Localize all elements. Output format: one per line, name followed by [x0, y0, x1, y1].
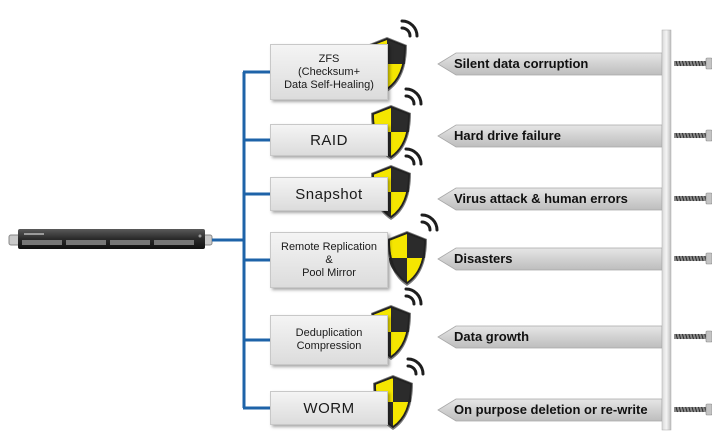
signal-waves-icon [404, 147, 423, 166]
feature-box-raid: RAID [270, 124, 388, 156]
signal-waves-icon [400, 19, 419, 38]
feature-box-zfs: ZFS (Checksum+ Data Self-Healing) [270, 44, 388, 100]
feature-box-dedup: Deduplication Compression [270, 315, 388, 365]
screw-bolt-icon [674, 192, 712, 205]
feature-box-snapshot: Snapshot [270, 177, 388, 211]
signal-waves-icon [406, 357, 425, 376]
threat-label-virus: Virus attack & human errors [454, 191, 628, 206]
shield-icon [386, 230, 428, 287]
protection-wall [661, 29, 672, 431]
bolts [674, 57, 712, 416]
screw-bolt-icon [674, 330, 712, 343]
threat-label-deletion: On purpose deletion or re-write [454, 402, 648, 417]
feature-box-worm: WORM [270, 391, 388, 425]
feature-box-replication: Remote Replication & Pool Mirror [270, 232, 388, 288]
threat-label-corruption: Silent data corruption [454, 56, 589, 71]
screw-bolt-icon [674, 252, 712, 265]
threat-label-disasters: Disasters [454, 251, 513, 266]
screw-bolt-icon [674, 129, 712, 142]
signal-waves-icon [404, 287, 423, 306]
threat-arrows [437, 52, 663, 422]
screw-bolt-icon [674, 403, 712, 416]
signal-waves-icon [420, 213, 439, 232]
nas-server-icon [8, 229, 213, 249]
connector-tree [212, 70, 270, 410]
threat-label-growth: Data growth [454, 329, 530, 344]
threat-label-drive-failure: Hard drive failure [454, 128, 561, 143]
signal-waves-icon [404, 87, 423, 106]
screw-bolt-icon [674, 57, 712, 70]
